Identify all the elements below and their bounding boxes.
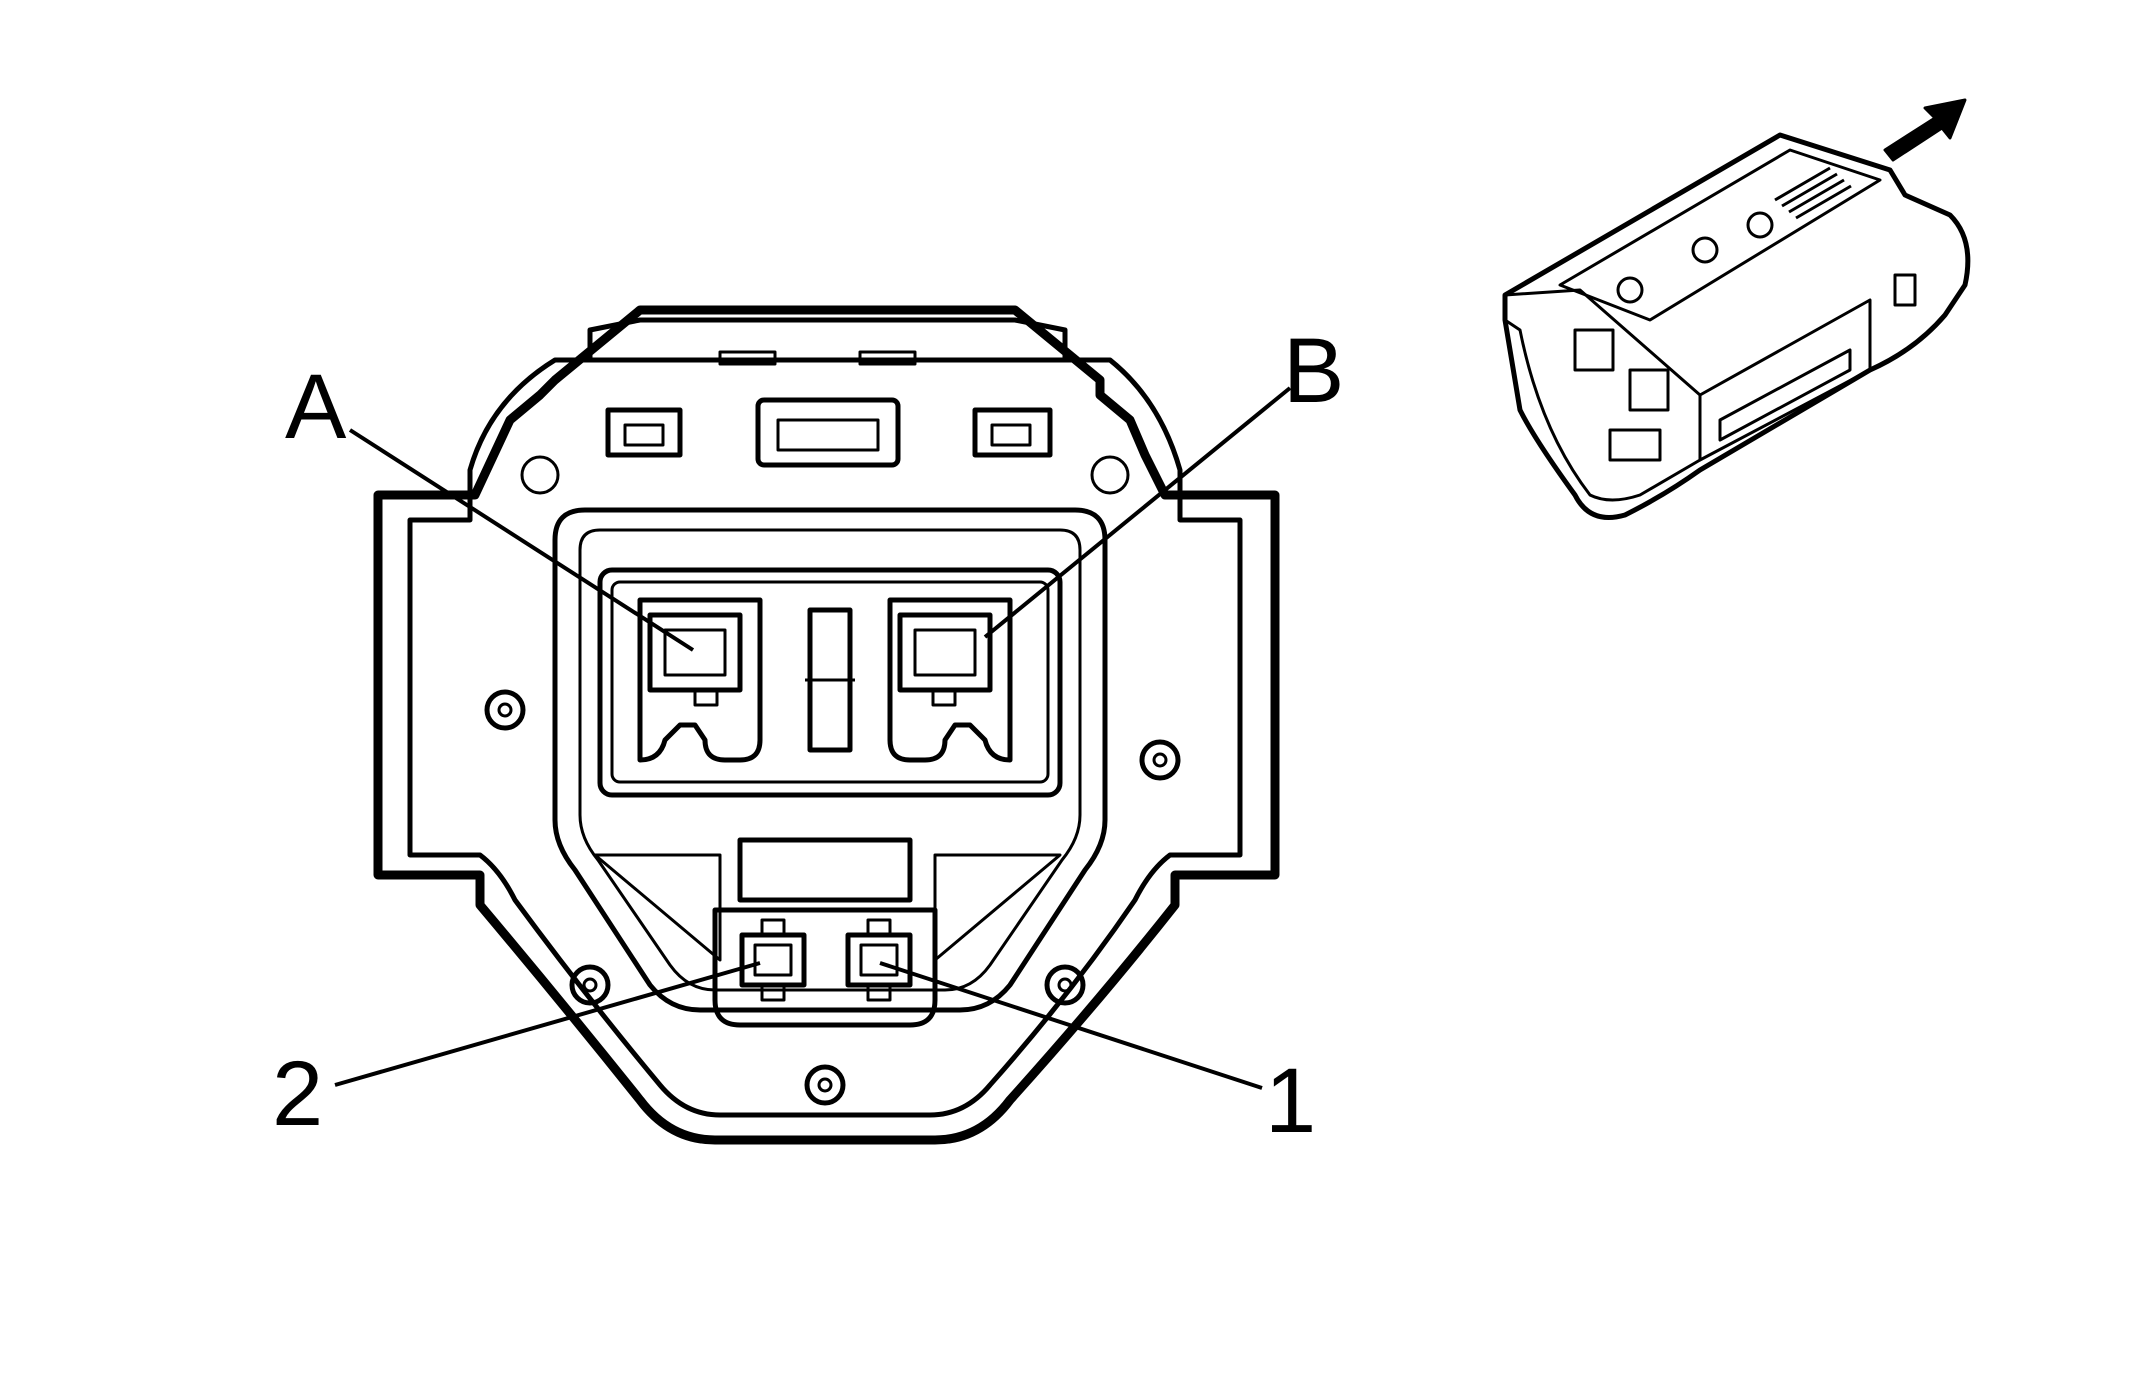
- terminal-2-tab-top: [760, 918, 786, 937]
- latch-right-tab: [972, 407, 1053, 458]
- iso-top-deck: [1558, 148, 1882, 322]
- leader-2: [334, 961, 761, 1087]
- terminal-a-contact: [663, 628, 727, 677]
- iso-terminal-lower: [1608, 428, 1662, 462]
- latch-center-block: [755, 397, 901, 468]
- iso-front-face: [1503, 288, 1702, 502]
- iso-ribbing: [1774, 166, 1852, 220]
- callout-2: 2: [272, 1043, 323, 1145]
- connector-shell-inner: [407, 357, 1243, 1118]
- lower-terminal-pocket: [712, 907, 938, 1028]
- upper-terminal-block-inner: [610, 580, 1050, 784]
- latch-right-tab-slot: [990, 423, 1032, 447]
- iso-terminal-a: [1573, 328, 1615, 372]
- terminal-1-tab-top: [866, 918, 892, 937]
- terminal-a-cavity: [637, 597, 763, 763]
- leader-1: [879, 961, 1263, 1090]
- lower-keyway: [737, 837, 913, 903]
- iso-latch-tab: [1893, 273, 1917, 307]
- latch-left-tab-slot: [623, 423, 665, 447]
- terminal-a-lock: [693, 688, 719, 707]
- leader-b: [983, 386, 1292, 639]
- iso-terminal-b: [1628, 368, 1670, 412]
- iso-boss-3: [1746, 211, 1774, 239]
- connector-outer-shell: [373, 305, 1280, 1145]
- latch-housing: [587, 317, 1068, 360]
- terminal-1-body: [845, 932, 913, 988]
- mounting-bosses: [484, 455, 1181, 1106]
- iso-body-outline: [1502, 132, 1971, 520]
- leader-lines: [334, 386, 1292, 1090]
- terminal-1-tab-bottom: [866, 983, 892, 1002]
- terminal-b-cavity: [887, 597, 1013, 763]
- callout-1: 1: [1265, 1050, 1316, 1152]
- terminal-1-contact: [859, 943, 899, 977]
- lower-right-guide: [933, 853, 1062, 962]
- terminal-b-contact: [913, 628, 977, 677]
- terminal-2-body: [739, 932, 807, 988]
- connector-face-view: [373, 305, 1280, 1145]
- iso-boss-2: [1691, 236, 1719, 264]
- callout-b: B: [1283, 320, 1344, 422]
- terminal-2-tab-bottom: [760, 983, 786, 1002]
- mating-cavity-outer: [552, 507, 1108, 1013]
- iso-side-rail: [1698, 298, 1872, 462]
- iso-boss-1: [1616, 276, 1644, 304]
- terminal-2-contact: [753, 943, 793, 977]
- callout-a: A: [285, 356, 347, 458]
- latch-center-slot: [776, 418, 880, 452]
- terminal-b-lock: [931, 688, 957, 707]
- latch-left-tab: [605, 407, 683, 458]
- iso-side-slot: [1718, 348, 1852, 442]
- leader-a: [348, 428, 695, 652]
- upper-terminal-block: [597, 567, 1063, 798]
- latch-top-notch-right: [858, 350, 917, 366]
- connector-iso-view: [1502, 132, 1971, 520]
- arrow-up-right-icon: [1883, 98, 1967, 162]
- latch-top-notch-left: [718, 350, 777, 366]
- mating-cavity-inner: [578, 528, 1082, 992]
